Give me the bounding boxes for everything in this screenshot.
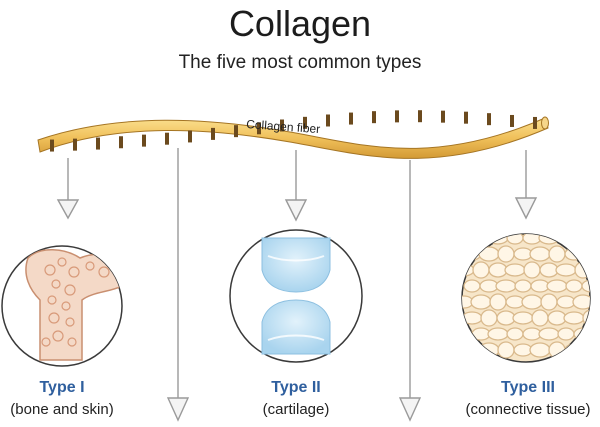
tissue-cell [470, 294, 492, 310]
collagen-fiber [37, 110, 549, 159]
tissue-cell [522, 327, 542, 341]
tissue-cell [547, 310, 567, 326]
tissue-cell [488, 262, 508, 278]
type-2-desc: (cartilage) [263, 401, 330, 418]
tissue-cell [530, 279, 550, 293]
tissue-cell [479, 279, 499, 293]
tissue-cell [489, 293, 507, 311]
tissue-cell [505, 295, 525, 309]
tissue-cell [514, 279, 532, 293]
tissue-cell [512, 311, 534, 325]
fiber-label: Collagen fiber [246, 117, 321, 136]
tissue-cell [487, 327, 509, 341]
tissue-cell [564, 343, 584, 357]
tissue-cell [471, 234, 491, 245]
tissue-cell [462, 263, 475, 277]
tissue-cell [531, 309, 549, 327]
tissue-cell [497, 245, 515, 263]
tissue-cell [540, 293, 558, 311]
type-1-desc: (bone and skin) [10, 401, 113, 418]
tissue-cell [529, 342, 551, 358]
tissue-cell [581, 279, 590, 293]
tissue-cell [487, 234, 509, 245]
tissue-cell [574, 261, 590, 279]
bone-icon [1, 245, 123, 367]
tissue-cell [480, 309, 498, 327]
page-title: Collagen [228, 3, 372, 44]
tissue-cell [495, 279, 517, 293]
tissue-cell [513, 247, 533, 261]
tissue-cell [548, 341, 566, 359]
arrow-to-type-3 [514, 150, 538, 220]
connective-tissue-icon [461, 233, 591, 363]
tissue-cell [563, 311, 585, 325]
tissue-cell [538, 327, 560, 341]
tissue-cell [471, 327, 491, 341]
arrow-to-type-2 [284, 150, 308, 222]
tissue-cell [462, 234, 473, 245]
type-2-title: Type II [271, 379, 321, 396]
tissue-cell [478, 246, 500, 262]
tissue-cell [521, 294, 543, 310]
arrow-to-type-1 [56, 158, 80, 220]
tissue-cell [548, 245, 566, 263]
tissue-cell [472, 261, 490, 279]
type-3-desc: (connective tissue) [465, 401, 590, 418]
tissue-cell [572, 294, 590, 310]
tissue-cell [513, 343, 533, 357]
tissue-cell [556, 295, 576, 309]
arrow-long-right [398, 160, 422, 422]
arrow-long-left [166, 148, 190, 422]
tissue-cell [539, 262, 559, 278]
tissue-cell [462, 247, 482, 261]
tissue-cell [496, 310, 516, 326]
cartilage-joint-icon [229, 229, 363, 363]
type-1-title: Type I [39, 379, 84, 396]
tissue-cell [529, 246, 551, 262]
tissue-cell [506, 327, 524, 341]
tissue-cell [580, 342, 590, 358]
tissue-cell [557, 234, 575, 245]
tissue-cell [462, 295, 474, 309]
tissue-cell [463, 279, 481, 293]
tissue-cell [564, 247, 584, 261]
tissue-cell [555, 263, 577, 277]
tissue-cell [580, 246, 590, 262]
tissue-cell [523, 261, 541, 279]
tissue-cell [557, 327, 575, 341]
tissue-cell [573, 234, 590, 245]
tissue-cell [497, 341, 515, 359]
tissue-cell [504, 263, 526, 277]
tissue-cell [546, 279, 568, 293]
page-subtitle: The five most common types [178, 52, 422, 73]
type-3-title: Type III [501, 379, 555, 396]
tissue-cell [462, 343, 482, 357]
tissue-cell [565, 279, 583, 293]
